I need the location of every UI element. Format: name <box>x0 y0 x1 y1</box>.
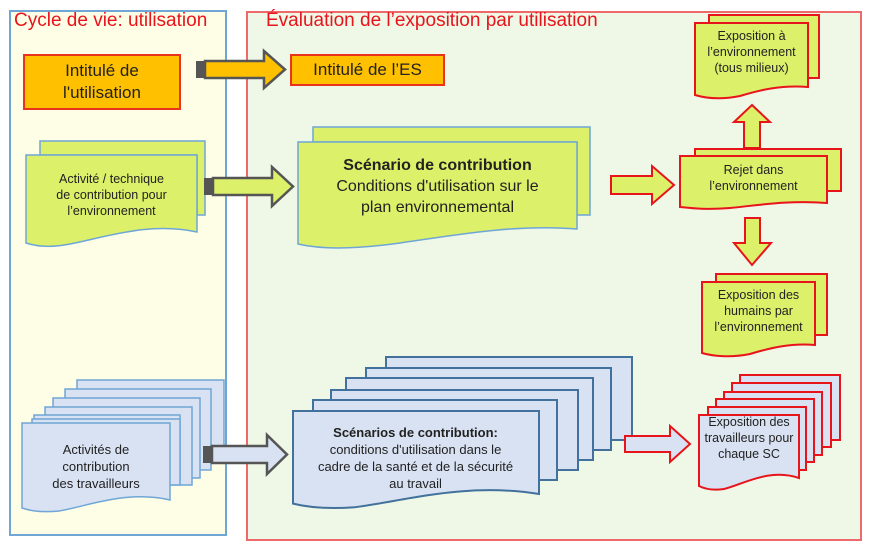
worker-scenarios-documents <box>292 356 633 509</box>
env-release-document <box>679 148 842 210</box>
human-exposure-document <box>701 273 828 358</box>
arrow-scenarios-to-worker-exposure <box>624 423 692 465</box>
env-scenario-line-2: plan environnemental <box>361 198 514 216</box>
env-scenario-document <box>297 126 591 249</box>
use-title-line-2: l'utilisation <box>63 83 141 102</box>
lifecycle-panel-title: Cycle de vie: utilisation <box>14 10 208 31</box>
worker-activities-line-3: des travailleurs <box>52 475 140 491</box>
human-exposure-label: Exposition des humains par l’environneme… <box>702 284 815 338</box>
human-exposure-line-1: Exposition des <box>717 288 800 302</box>
env-activity-line-3: l’environnement <box>67 204 156 218</box>
env-activity-label: Activité / technique de contribution pou… <box>26 160 197 230</box>
env-exposure-line-3: (tous milieux) <box>714 61 789 75</box>
env-exposure-document <box>694 14 820 100</box>
front-sheet <box>698 414 800 491</box>
worker-scenarios-heading: Scénarios de contribution: <box>333 425 498 440</box>
worker-exposure-line-3: chaque SC <box>718 447 780 461</box>
env-activity-line-2: de contribution pour <box>56 188 167 202</box>
es-title-box: Intitulé de l’ES <box>290 54 445 86</box>
worker-exposure-line-1: Exposition des <box>708 415 790 429</box>
env-scenario-heading: Scénario de contribution <box>343 156 532 174</box>
env-activity-line-1: Activité / technique <box>59 172 164 186</box>
env-exposure-line-1: Exposition à <box>717 29 786 43</box>
env-release-line-2: l’environnement <box>709 179 798 193</box>
arrow-scenario-to-release <box>610 163 676 207</box>
worker-exposure-line-2: travailleurs pour <box>704 431 794 445</box>
front-sheet <box>21 422 171 513</box>
arrow-use-to-es <box>196 48 287 91</box>
worker-activities-line-2: contribution <box>62 458 130 474</box>
use-title-box: Intitulé de l'utilisation <box>23 54 181 110</box>
worker-exposure-label: Exposition des travailleurs pour chaque … <box>699 413 799 463</box>
arrow-release-to-human-exposure <box>731 217 774 267</box>
env-scenario-label: Scénario de contribution Conditions d'ut… <box>298 150 577 222</box>
env-exposure-line-2: l’environnement <box>707 45 796 59</box>
worker-scenarios-label: Scénarios de contribution: conditions d'… <box>293 420 538 496</box>
env-exposure-label: Exposition à l’environnement (tous milie… <box>695 24 808 80</box>
human-exposure-line-3: l’environnement <box>714 320 803 334</box>
env-activity-document <box>25 140 206 247</box>
arrow-worker-activities-to-scenarios <box>203 432 289 477</box>
worker-scenarios-line-2: cadre de la santé et de la sécurité <box>317 459 514 474</box>
use-title-line-1: Intitulé de <box>65 61 139 80</box>
arrow-release-to-env-exposure <box>731 103 773 149</box>
human-exposure-line-2: humains par <box>724 304 793 318</box>
env-scenario-line-1: Conditions d'utilisation sur le <box>336 177 539 195</box>
front-sheet <box>292 410 540 509</box>
arrow-env-activity-to-scenario <box>204 164 295 209</box>
worker-scenarios-line-1: conditions d'utilisation dans le <box>329 442 502 457</box>
worker-scenarios-line-3: au travail <box>389 476 442 491</box>
worker-activities-documents <box>21 379 225 513</box>
env-release-label: Rejet dans l’environnement <box>680 158 827 198</box>
worker-activities-label: Activités de contribution des travailleu… <box>22 437 170 495</box>
worker-exposure-documents <box>698 374 841 491</box>
assessment-panel-title: Évaluation de l’exposition par utilisati… <box>266 10 598 31</box>
worker-activities-line-1: Activités de <box>62 441 130 457</box>
env-release-line-1: Rejet dans <box>723 163 784 177</box>
